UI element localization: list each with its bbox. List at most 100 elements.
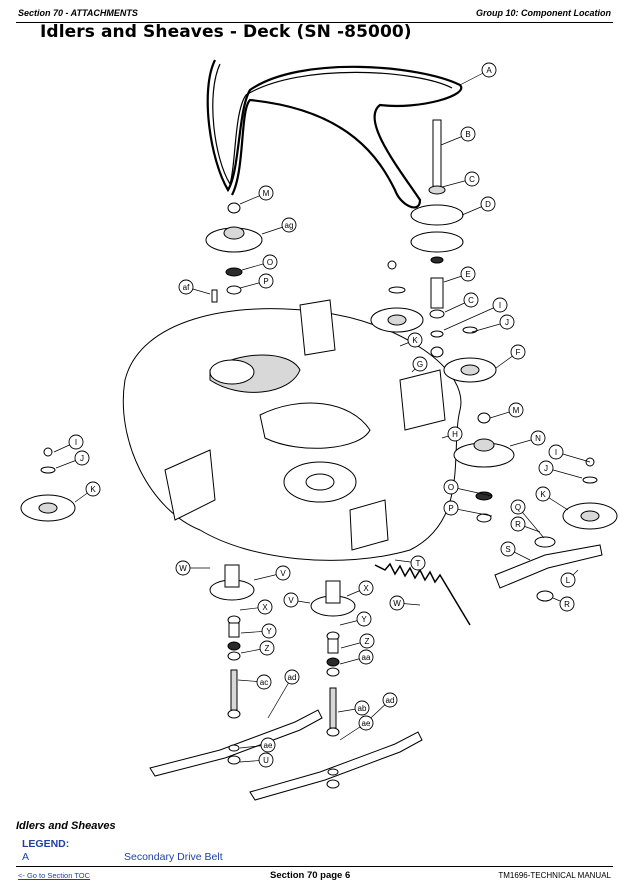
callout-o: O xyxy=(262,254,278,270)
callout-b: B xyxy=(460,126,476,142)
callout-r: R xyxy=(510,516,526,532)
svg-text:K: K xyxy=(540,490,546,499)
callout-leader xyxy=(267,676,293,719)
callout-g: G xyxy=(412,356,428,372)
page-header: Section 70 - ATTACHMENTS Group 10: Compo… xyxy=(16,6,613,23)
callout-k: K xyxy=(535,486,551,502)
callout-x: X xyxy=(358,580,374,596)
svg-text:K: K xyxy=(90,485,96,494)
svg-text:P: P xyxy=(448,504,453,513)
callout-k: K xyxy=(407,332,423,348)
section-toc-link[interactable]: <- Go to Section TOC xyxy=(18,871,91,880)
svg-text:ab: ab xyxy=(358,704,367,713)
callout-v: V xyxy=(275,565,291,581)
callout-h: H xyxy=(447,426,463,442)
callout-x: X xyxy=(257,599,273,615)
legend-description: Secondary Drive Belt xyxy=(124,851,223,863)
callout-l: L xyxy=(560,572,576,588)
svg-text:K: K xyxy=(412,336,418,345)
legend-title: LEGEND: xyxy=(22,838,70,850)
callout-ad: ad xyxy=(382,692,398,708)
callout-e: E xyxy=(460,266,476,282)
svg-text:Z: Z xyxy=(265,644,270,653)
callout-aa: aa xyxy=(358,649,374,665)
callout-o: O xyxy=(443,479,459,495)
callout-z: Z xyxy=(359,633,375,649)
callout-y: Y xyxy=(356,611,372,627)
svg-text:U: U xyxy=(263,756,269,765)
svg-text:aa: aa xyxy=(362,653,371,662)
callout-m: M xyxy=(258,185,274,201)
svg-text:V: V xyxy=(280,569,286,578)
svg-text:E: E xyxy=(465,270,470,279)
svg-text:C: C xyxy=(468,296,474,305)
callout-n: N xyxy=(530,430,546,446)
page-title: Idlers and Sheaves - Deck (SN -85000) xyxy=(40,22,412,42)
svg-text:Y: Y xyxy=(266,627,272,636)
svg-text:X: X xyxy=(262,603,268,612)
svg-text:ad: ad xyxy=(386,696,395,705)
callout-i: I xyxy=(548,444,564,460)
svg-text:D: D xyxy=(485,200,491,209)
svg-text:ae: ae xyxy=(362,719,371,728)
svg-text:I: I xyxy=(499,301,501,310)
callout-d: D xyxy=(480,196,496,212)
callout-i: I xyxy=(68,434,84,450)
callout-f: F xyxy=(510,344,526,360)
svg-text:V: V xyxy=(288,596,294,605)
svg-text:J: J xyxy=(80,454,84,463)
svg-text:O: O xyxy=(448,483,454,492)
svg-text:W: W xyxy=(393,599,401,608)
svg-text:ae: ae xyxy=(264,741,273,750)
svg-text:ac: ac xyxy=(260,678,268,687)
callout-s: S xyxy=(500,541,516,557)
callout-ag: ag xyxy=(281,217,297,233)
callout-t: T xyxy=(410,555,426,571)
svg-text:L: L xyxy=(566,576,571,585)
callout-ad: ad xyxy=(284,669,300,685)
right-blade xyxy=(249,731,423,801)
svg-text:I: I xyxy=(75,438,77,447)
callout-c: C xyxy=(463,292,479,308)
callout-af: af xyxy=(178,279,194,295)
svg-text:X: X xyxy=(363,584,369,593)
svg-text:C: C xyxy=(469,175,475,184)
group-label: Group 10: Component Location xyxy=(476,8,611,18)
drive-belt xyxy=(206,59,463,209)
svg-text:W: W xyxy=(179,564,187,573)
callout-ae: ae xyxy=(358,715,374,731)
svg-text:Q: Q xyxy=(515,503,521,512)
callout-j: J xyxy=(538,460,554,476)
left-blade xyxy=(149,709,323,777)
callout-ac: ac xyxy=(256,674,272,690)
svg-text:T: T xyxy=(416,559,421,568)
callout-j: J xyxy=(499,314,515,330)
callout-z: Z xyxy=(259,640,275,656)
callout-j: J xyxy=(74,450,90,466)
svg-text:ad: ad xyxy=(288,673,297,682)
svg-text:ag: ag xyxy=(285,221,294,230)
callout-ae: ae xyxy=(260,737,276,753)
svg-text:J: J xyxy=(505,318,509,327)
callout-w: W xyxy=(389,595,405,611)
svg-text:M: M xyxy=(513,406,520,415)
svg-text:R: R xyxy=(564,600,570,609)
svg-text:O: O xyxy=(267,258,273,267)
manual-name: TM1696-TECHNICAL MANUAL xyxy=(498,871,611,880)
page-footer: <- Go to Section TOC Section 70 page 6 T… xyxy=(16,866,613,885)
callout-c: C xyxy=(464,171,480,187)
callout-m: M xyxy=(508,402,524,418)
svg-text:A: A xyxy=(486,66,492,75)
svg-text:af: af xyxy=(183,283,190,292)
svg-text:H: H xyxy=(452,430,458,439)
callout-ab: ab xyxy=(354,700,370,716)
svg-text:I: I xyxy=(555,448,557,457)
svg-text:M: M xyxy=(263,189,270,198)
callout-i: I xyxy=(492,297,508,313)
svg-text:R: R xyxy=(515,520,521,529)
callout-y: Y xyxy=(261,623,277,639)
callout-v: V xyxy=(283,592,299,608)
callout-p: P xyxy=(258,273,274,289)
callout-p: P xyxy=(443,500,459,516)
